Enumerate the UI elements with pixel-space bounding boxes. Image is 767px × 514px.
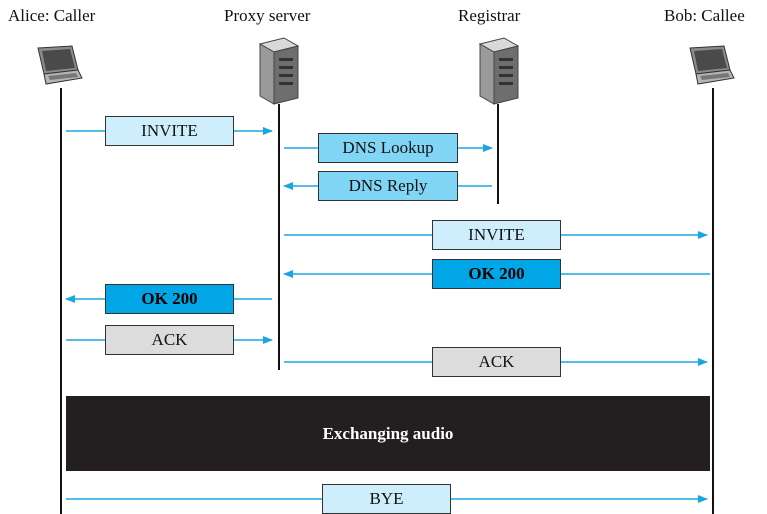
laptop-icon xyxy=(689,45,735,85)
lifeline-bob xyxy=(712,88,714,514)
exchanging-audio-band: Exchanging audio xyxy=(66,396,710,471)
message-ack-2: ACK xyxy=(432,347,561,377)
lifeline-proxy xyxy=(278,104,280,370)
message-ok-200-1: OK 200 xyxy=(432,259,561,289)
message-ok-200-2: OK 200 xyxy=(105,284,234,314)
actor-label-proxy: Proxy server xyxy=(224,6,311,25)
server-tower-icon xyxy=(478,37,520,105)
lifeline-alice xyxy=(60,88,62,514)
lifeline-registrar xyxy=(497,104,499,204)
actor-label-alice: Alice: Caller xyxy=(8,6,96,25)
message-invite-2: INVITE xyxy=(432,220,561,250)
message-ack-1: ACK xyxy=(105,325,234,355)
laptop-icon xyxy=(37,45,83,85)
message-bye: BYE xyxy=(322,484,451,514)
message-dns-reply: DNS Reply xyxy=(318,171,458,201)
message-dns-lookup: DNS Lookup xyxy=(318,133,458,163)
exchanging-audio-label: Exchanging audio xyxy=(322,423,454,443)
server-tower-icon xyxy=(258,37,300,105)
actor-label-registrar: Registrar xyxy=(458,6,521,25)
actor-label-bob: Bob: Callee xyxy=(664,6,745,25)
message-invite-1: INVITE xyxy=(105,116,234,146)
